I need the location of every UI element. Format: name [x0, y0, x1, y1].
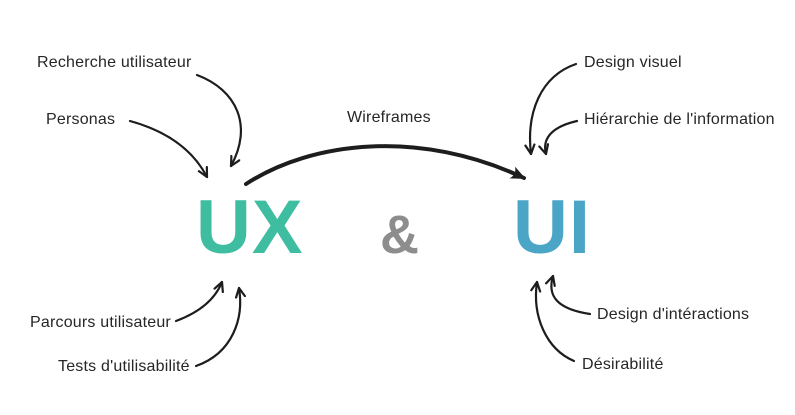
label-design-interactions: Design d'intéractions	[597, 306, 750, 323]
label-design-visuel: Design visuel	[584, 54, 682, 71]
label-wireframes: Wireframes	[347, 109, 431, 126]
arrow-wireframes-ux-to-ui	[244, 144, 526, 186]
arrow-parcours-to-ux	[174, 280, 222, 323]
arrow-desirabilite-to-ui	[536, 280, 576, 363]
arrow-interactions-to-ui	[551, 274, 592, 316]
label-personas: Personas	[46, 111, 116, 128]
ux-title: UX	[196, 185, 304, 270]
arrow-personas-to-ux	[128, 119, 209, 179]
ui-title: UI	[513, 185, 591, 270]
ampersand: &	[380, 205, 419, 265]
label-hierarchie-information: Hiérarchie de l'information	[584, 111, 775, 128]
arrow-design-visuel-to-ui	[530, 62, 578, 156]
arrow-tests-to-ux	[194, 286, 240, 368]
label-recherche-utilisateur: Recherche utilisateur	[37, 54, 192, 71]
label-parcours-utilisateur: Parcours utilisateur	[30, 314, 171, 331]
arrow-recherche-to-ux	[195, 73, 242, 168]
arrow-hierarchie-to-ui	[545, 119, 579, 156]
label-tests-utilisabilite: Tests d'utilisabilité	[58, 358, 190, 375]
label-desirabilite: Désirabilité	[582, 356, 664, 373]
